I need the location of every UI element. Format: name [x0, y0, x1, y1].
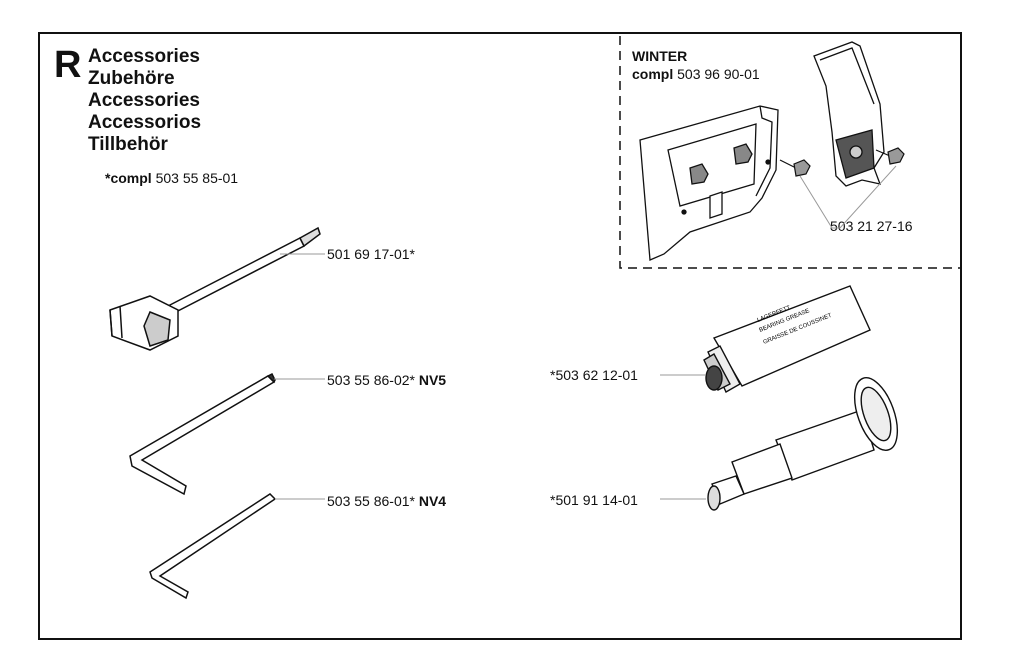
- hex-nv4-label: 503 55 86-01* NV4: [327, 493, 446, 509]
- section-letter: R: [54, 44, 82, 86]
- kit-compl: *compl 503 55 85-01: [105, 170, 238, 186]
- title-de: Zubehöre: [88, 68, 175, 89]
- winter-compl-label: compl: [632, 66, 674, 82]
- combination-wrench-drawing: [109, 226, 321, 351]
- title-es: Accessorios: [88, 112, 202, 133]
- grease-gun-part-label: *501 91 14-01: [550, 492, 638, 508]
- hex-nv4-number: 503 55 86-01*: [327, 493, 415, 509]
- frame-top: [38, 32, 962, 34]
- grease-part-label: *503 62 12-01: [550, 367, 638, 383]
- screw-part-label: 503 21 27-16: [830, 218, 913, 234]
- frame-right: [960, 32, 962, 638]
- section-titles: Accessories Zubehöre Accessories Accesso…: [88, 46, 201, 156]
- grease-gun-drawing: [707, 377, 899, 511]
- hex-nv4-size: NV4: [418, 493, 447, 509]
- winter-title: WINTER: [632, 48, 688, 64]
- winter-cover-plate-drawing: [639, 105, 779, 261]
- hex-nv5-number: 503 55 86-02*: [327, 372, 415, 388]
- hex-nv5-size: NV5: [418, 372, 447, 388]
- screw-leader-1: [799, 175, 833, 229]
- kit-compl-label: *compl: [105, 170, 152, 186]
- hex-key-nv4-drawing: [149, 493, 277, 600]
- hex-nv5-label: 503 55 86-02* NV5: [327, 372, 446, 388]
- frame-left: [38, 32, 40, 638]
- kit-compl-number: 503 55 85-01: [155, 170, 239, 186]
- screw-leader-2: [830, 165, 897, 229]
- hex-key-nv5-drawing: [129, 372, 276, 496]
- winter-shutter-drawing: [813, 41, 885, 187]
- winter-compl-number: 503 96 90-01: [677, 66, 760, 82]
- title-sv: Tillbehör: [88, 134, 168, 155]
- winter-kit-dashed-border: [619, 36, 960, 269]
- grease-tube-drawing: [703, 285, 871, 393]
- winter-compl: compl 503 96 90-01: [632, 66, 760, 82]
- title-en: Accessories: [88, 46, 200, 67]
- frame-bottom: [38, 638, 962, 640]
- screw-drawings: [779, 147, 905, 177]
- wrench-part-label: 501 69 17-01*: [327, 246, 415, 262]
- title-fr: Accessories: [88, 90, 200, 111]
